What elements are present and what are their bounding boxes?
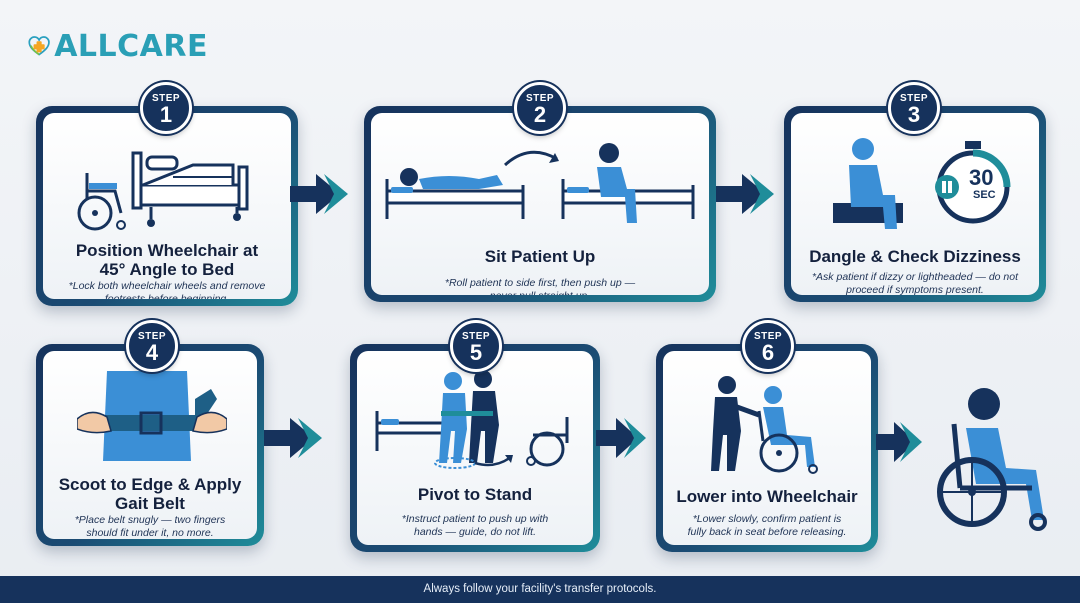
- step-title: Scoot to Edge & Apply Gait Belt: [58, 475, 242, 513]
- gait-belt-illustration: [76, 371, 228, 476]
- step-card-3: 30 SEC Dangle & Check Dizziness *Ask pat…: [784, 106, 1046, 302]
- step-note: *Instruct patient to push up with hands …: [401, 513, 549, 538]
- step-title: Dangle & Check Dizziness: [809, 247, 1021, 266]
- step-card-4: Scoot to Edge & Apply Gait Belt *Place b…: [36, 344, 264, 546]
- step-card-6: Lower into Wheelchair *Lower slowly, con…: [656, 344, 878, 552]
- brand-logo: ALLCARE: [28, 22, 208, 70]
- timer-unit: SEC: [973, 189, 996, 201]
- step-note: *Lower slowly, confirm patient is fully …: [687, 513, 847, 538]
- sit-up-illustration: [379, 139, 709, 244]
- arrow-right-icon: [290, 174, 348, 214]
- arrow-right-icon: [264, 418, 322, 458]
- arrow-right-icon: [716, 174, 774, 214]
- dangle-illustration: [829, 133, 929, 238]
- seated-wheelchair-icon: [937, 388, 1047, 531]
- heart-cross-icon: [28, 36, 50, 56]
- timer-icon: 30 SEC: [933, 141, 1013, 232]
- pivot-stand-illustration: [371, 370, 591, 476]
- lower-wheelchair-illustration: [703, 375, 843, 480]
- step-title: Position Wheelchair at 45° Angle to Bed: [75, 241, 259, 279]
- wheelchair-bed-illustration: [73, 143, 263, 238]
- arrow-right-icon: [596, 418, 646, 458]
- step-card-5: Pivot to Stand *Instruct patient to push…: [350, 344, 600, 552]
- step-title: Lower into Wheelchair: [676, 487, 858, 506]
- step-note: *Lock both wheelchair wheels and remove …: [68, 280, 266, 299]
- step-note: *Roll patient to side first, then push u…: [444, 277, 636, 295]
- step-card-2: Sit Patient Up *Roll patient to side fir…: [364, 106, 716, 302]
- step-title: Pivot to Stand: [417, 485, 533, 504]
- step-note: *Place belt snugly — two fingers should …: [74, 514, 226, 539]
- footer-text: Always follow your facility's transfer p…: [423, 583, 657, 595]
- step-title: Sit Patient Up: [484, 247, 596, 266]
- step-note: *Ask patient if dizzy or lightheaded — d…: [811, 271, 1019, 295]
- step-card-1: Position Wheelchair at 45° Angle to Bed …: [36, 106, 298, 306]
- timer-value: 30: [969, 165, 994, 190]
- footer-banner: Always follow your facility's transfer p…: [0, 576, 1080, 603]
- brand-name: ALLCARE: [54, 28, 208, 64]
- arrow-right-icon: [876, 422, 922, 462]
